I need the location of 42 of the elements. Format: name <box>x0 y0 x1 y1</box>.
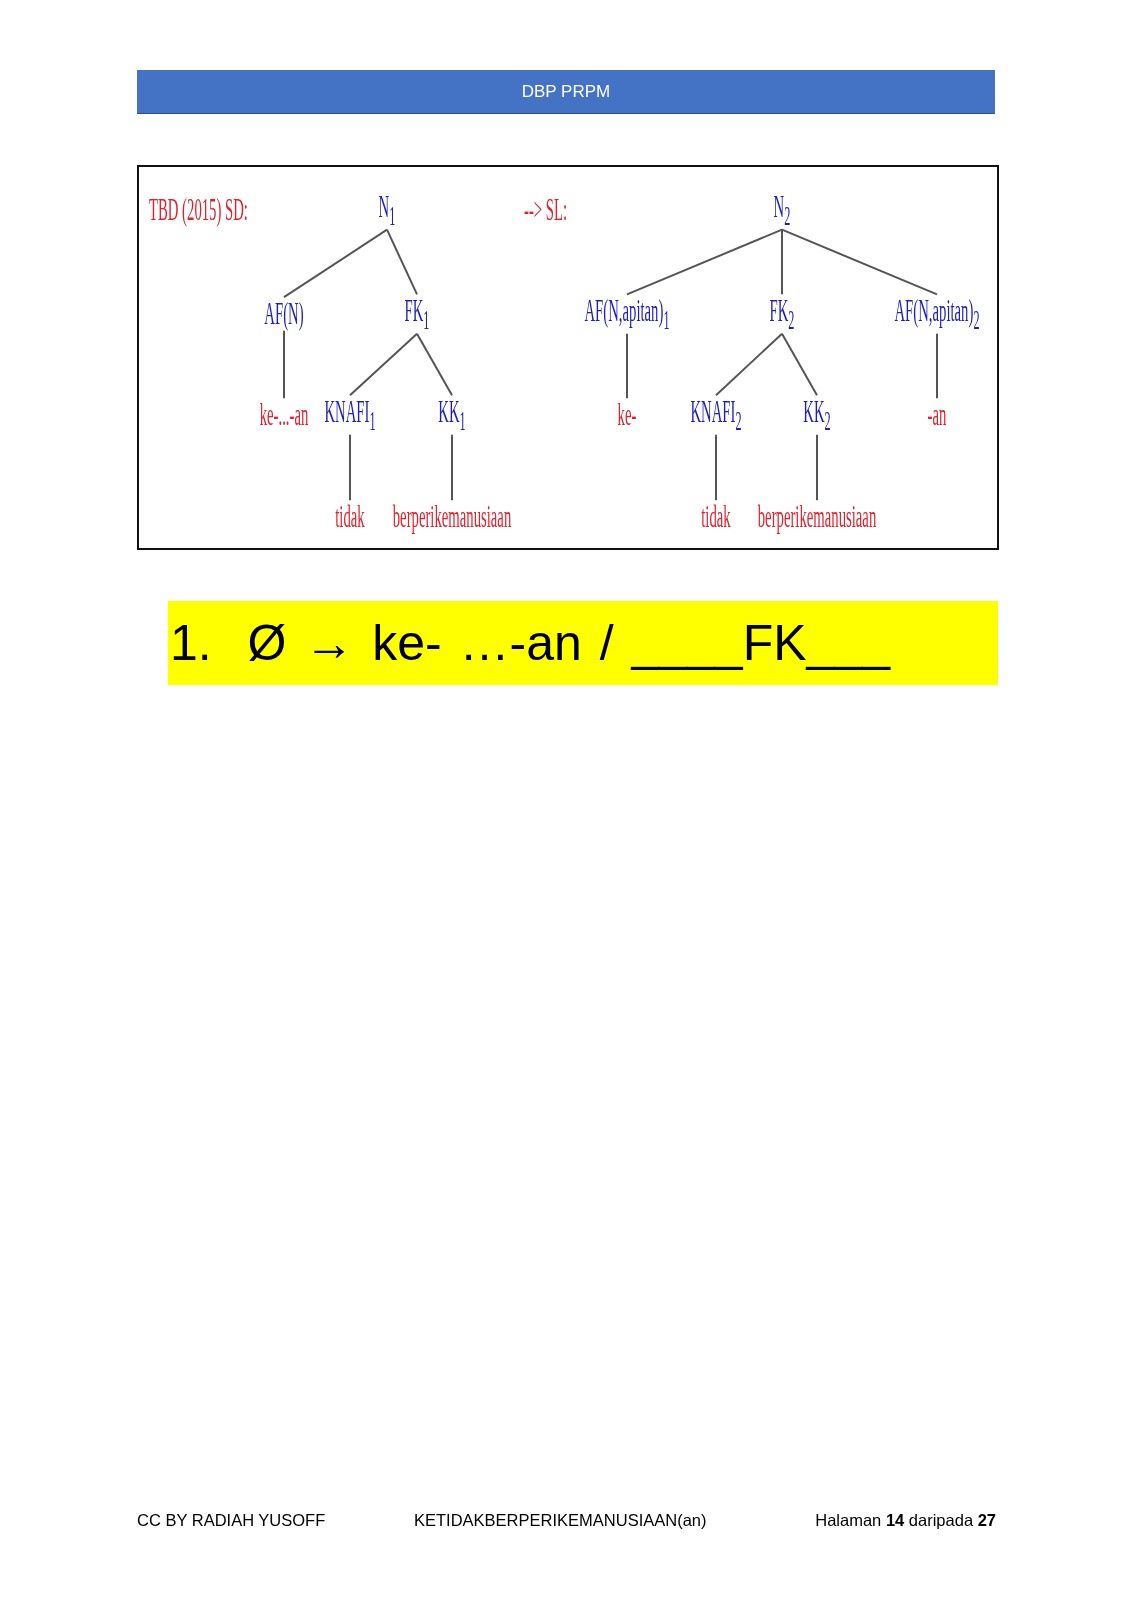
category-label: N$_{2}$ <box>773 190 791 230</box>
tree-heading: TBD (2015) SD: <box>149 192 248 228</box>
category-label: KNAFI$_{2}$ <box>690 395 742 435</box>
category-label: FK$_{1}$ <box>404 294 430 334</box>
category-label: KK$_{1}$ <box>438 395 466 435</box>
tree-branch <box>626 228 783 296</box>
footer-text: KETIDAKBERPERIKEMANUSIAAN(an) <box>414 1511 707 1531</box>
tree-branch <box>715 332 783 397</box>
category-label: AF(N,apitan)$_{2}$ <box>894 294 980 334</box>
highlight-band: 1. Ø → ke- …-an / ____FK___ <box>168 601 998 685</box>
figure-frame <box>137 165 999 550</box>
category-label: KNAFI$_{1}$ <box>324 395 376 435</box>
word-label: ke- <box>617 398 637 432</box>
category-label: KK$_{2}$ <box>803 395 831 435</box>
tree-branch <box>626 332 628 400</box>
tree-branch <box>781 228 783 296</box>
tree-branch <box>283 228 388 299</box>
tree-branch <box>283 329 285 400</box>
word-label: tidak <box>701 500 731 534</box>
tree-branch <box>715 433 717 502</box>
category-label: AF(N,apitan)$_{1}$ <box>584 294 670 334</box>
tree-branch <box>349 433 351 502</box>
tree-branch <box>781 332 818 397</box>
tree-branch <box>416 332 453 397</box>
category-label: FK$_{2}$ <box>769 294 795 334</box>
category-label: N$_{1}$ <box>378 190 396 230</box>
word-label: berperikemanusiaan <box>757 500 877 534</box>
footer-text: CC BY RADIAH YUSOFF <box>137 1511 326 1531</box>
word-label: tidak <box>335 500 365 534</box>
tree-branch <box>781 228 938 296</box>
tree-branch <box>451 433 453 502</box>
tree-branch <box>936 332 938 400</box>
tree-branch <box>386 228 418 296</box>
page-number: Halaman 14 daripada 27 <box>815 1511 996 1531</box>
tree-branch <box>349 332 418 397</box>
word-label: berperikemanusiaan <box>392 500 512 534</box>
category-label: AF(N) <box>264 297 304 331</box>
word-label: -an <box>927 398 947 432</box>
tree-branch <box>816 433 818 502</box>
header-bar: DBP PRPM <box>137 70 995 114</box>
tree-heading: --> SL: <box>524 192 568 228</box>
word-label: ke-...-an <box>259 398 309 432</box>
